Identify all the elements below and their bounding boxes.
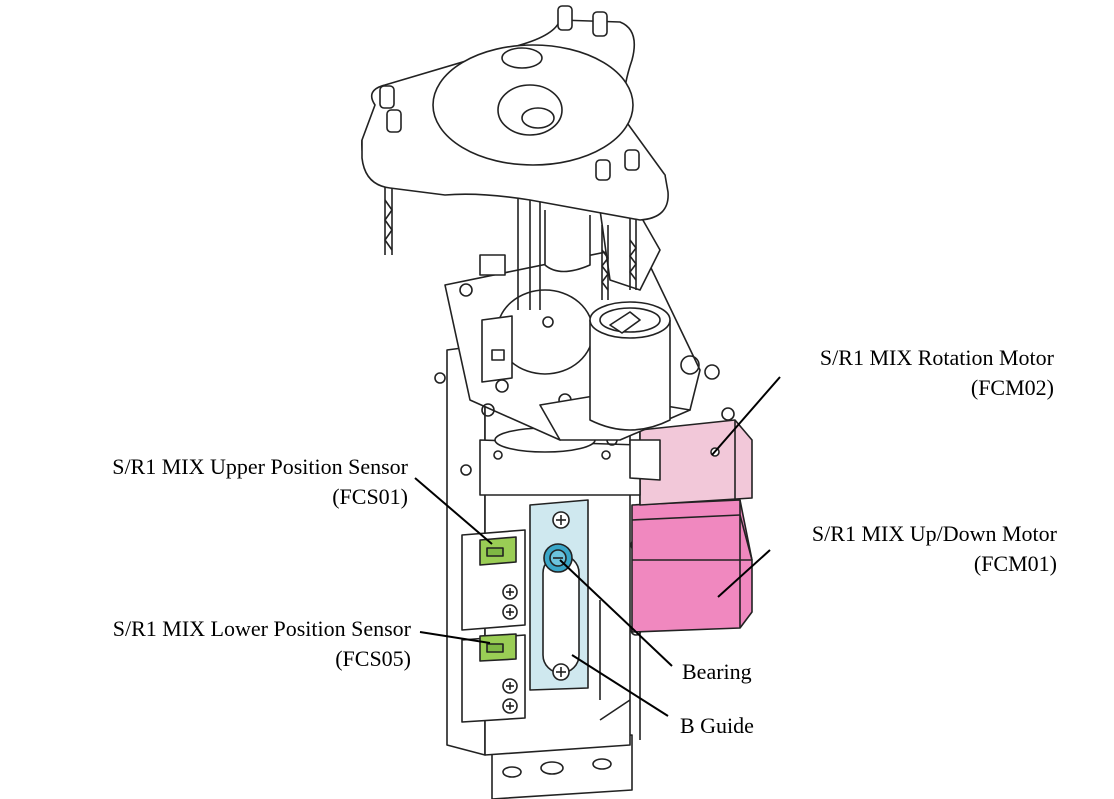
callout-updown-motor: S/R1 MIX Up/Down Motor (FCM01): [812, 519, 1057, 579]
leader-lines: [414, 376, 781, 717]
leader-lower-sensor: [419, 631, 491, 644]
bearing-label: Bearing: [682, 659, 752, 684]
upper-sensor-code: (FCS01): [332, 484, 408, 509]
callout-upper-sensor: S/R1 MIX Upper Position Sensor (FCS01): [112, 452, 408, 512]
b-guide: [529, 499, 589, 691]
upper-sensor-label: S/R1 MIX Upper Position Sensor: [112, 454, 408, 479]
upper-position-sensor: [479, 536, 517, 566]
leader-b-guide: [571, 654, 669, 717]
callout-lower-sensor: S/R1 MIX Lower Position Sensor (FCS05): [113, 614, 411, 674]
callout-bearing: Bearing: [682, 657, 752, 687]
lower-position-sensor: [479, 633, 517, 662]
leader-rotation-motor: [711, 376, 781, 456]
lower-sensor-code: (FCS05): [335, 646, 411, 671]
updown-motor-label: S/R1 MIX Up/Down Motor: [811, 521, 1057, 546]
updown-motor-code: (FCM01): [973, 551, 1057, 576]
callout-b-guide: B Guide: [680, 711, 754, 741]
leader-upper-sensor: [414, 477, 493, 545]
rotation-motor-label: S/R1 MIX Rotation Motor: [819, 345, 1054, 370]
lower-sensor-label: S/R1 MIX Lower Position Sensor: [112, 616, 411, 641]
top-mixer-head: [361, 5, 669, 221]
leader-bearing: [559, 559, 673, 667]
leader-updown-motor: [717, 549, 771, 598]
b-guide-label: B Guide: [680, 713, 754, 738]
updown-motor: [631, 499, 753, 633]
rotation-motor-code: (FCM02): [970, 375, 1054, 400]
mixing-cup: [589, 301, 735, 431]
callout-rotation-motor: S/R1 MIX Rotation Motor (FCM02): [820, 343, 1054, 403]
